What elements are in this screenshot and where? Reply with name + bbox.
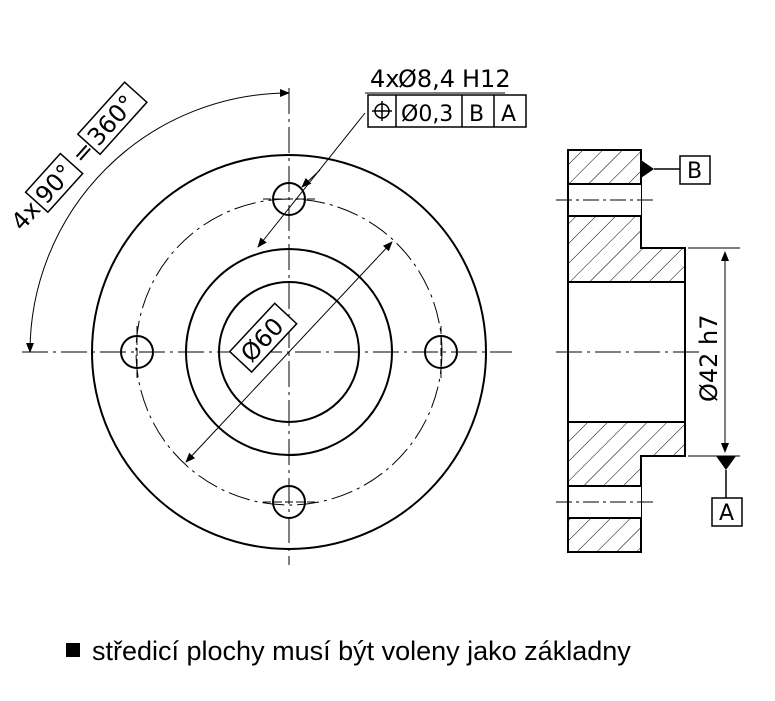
fcf-datum-b: B (469, 102, 484, 127)
pcd-box (228, 302, 298, 374)
datum-b-label: B (687, 159, 702, 184)
caption: středicí plochy musí být voleny jako zák… (66, 636, 631, 667)
front-view (22, 88, 512, 565)
hole-leader-inner (301, 169, 321, 188)
angle-total-box (76, 81, 148, 156)
shaft-dimension-label: Ø42 h7 (695, 314, 723, 402)
angle-dimension-arc (26, 89, 290, 353)
section-view (556, 149, 740, 553)
fcf-datum-a: A (501, 102, 516, 127)
angle-dimension-label: 4x 90° = 360° (6, 81, 148, 236)
hole-tolerance: H12 (462, 65, 511, 93)
hole-diameter: Ø8,4 (398, 65, 455, 93)
pcd-label: Ø60 (228, 302, 298, 374)
hole-leader-line (257, 112, 366, 248)
datum-b: B (641, 155, 711, 185)
feature-control-frame: Ø0,3 B A (367, 94, 527, 128)
hole-callout: 4x Ø8,4 H12 (370, 65, 511, 93)
caption-text: středicí plochy musí být voleny jako zák… (92, 636, 631, 666)
position-symbol-icon (372, 101, 392, 121)
datum-b-triangle-icon (641, 160, 654, 178)
datum-a: A (711, 456, 743, 527)
angle-prefix: 4x (6, 195, 47, 236)
bullet-icon (66, 643, 80, 657)
datum-a-label: A (719, 501, 734, 526)
fcf-tolerance: Ø0,3 (401, 102, 453, 127)
shaft-dimension: Ø42 h7 (695, 314, 723, 402)
angle-value-box (24, 152, 84, 214)
datum-a-triangle-icon (716, 456, 736, 470)
hole-count: 4x (370, 65, 399, 93)
